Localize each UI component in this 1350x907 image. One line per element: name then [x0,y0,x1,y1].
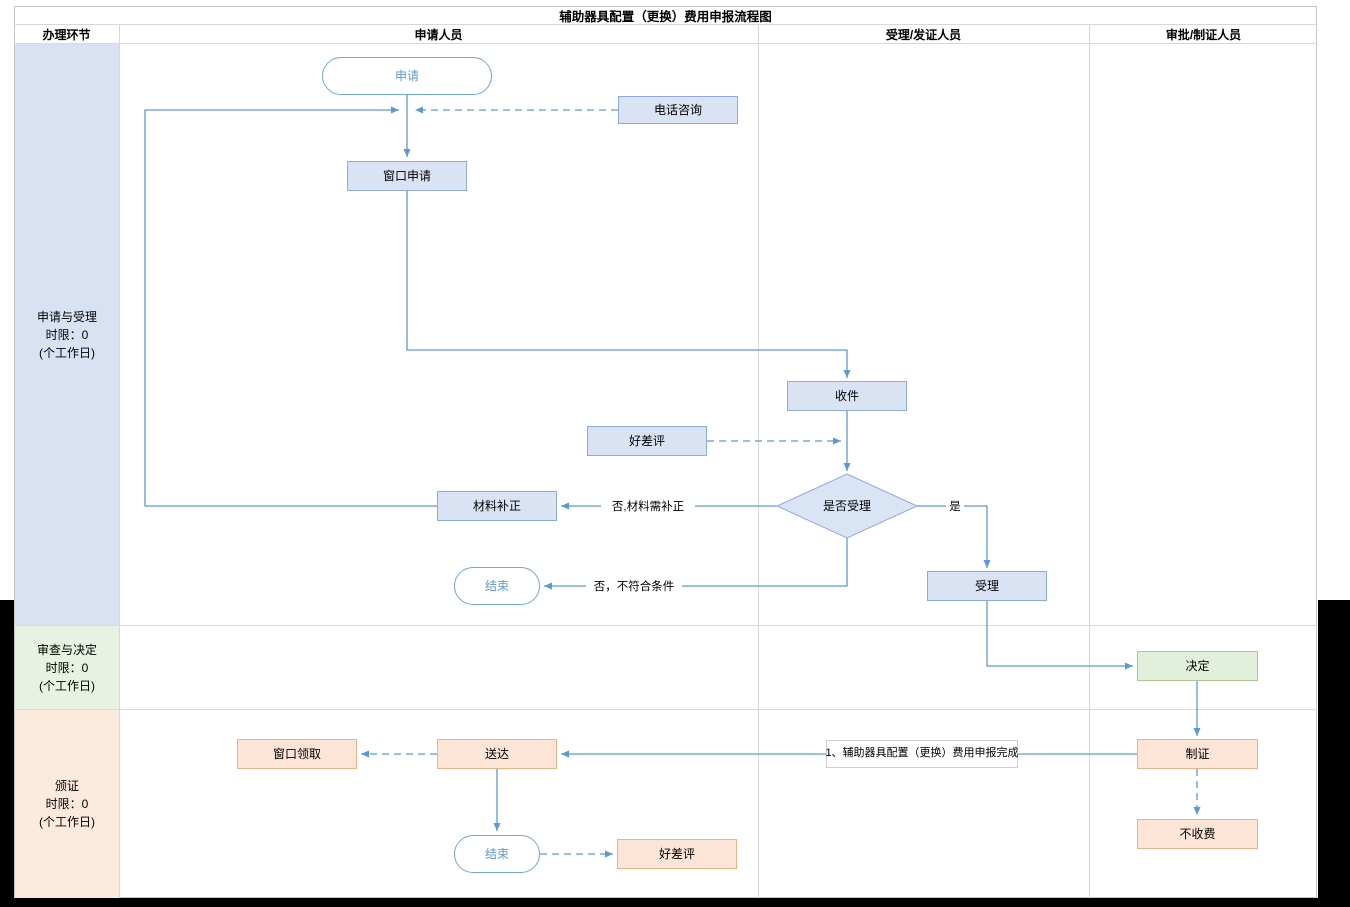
lane3-name: 颁证 [54,779,79,793]
grid-line-col2-right [1089,24,1090,898]
column-header-acceptor: 受理/发证人员 [885,27,962,42]
letterbox-right [1318,600,1350,907]
lane2-limit: 时限：0 [45,660,89,675]
lane1-name: 申请与受理 [36,309,97,324]
lane1-unit: (个工作日) [39,345,95,360]
edge-label-yes: 是 [946,498,964,514]
edge-label-not-qualified: 否，不符合条件 [586,578,682,594]
node-review-feedback-1: 好差评 [587,426,707,456]
node-window-pickup: 窗口领取 [237,739,357,769]
node-end-2: 结束 [454,835,540,873]
node-completion-note: 1、辅助器具配置（更换）费用申报完成 [825,740,1019,768]
node-end-1: 结束 [454,567,540,605]
node-phone-consult: 电话咨询 [618,96,738,124]
lane3-unit: (个工作日) [39,815,95,829]
node-no-fee: 不收费 [1137,819,1258,849]
grid-line-title-bottom [14,24,1317,25]
node-deliver: 送达 [437,739,557,769]
letterbox-bottom [0,898,1350,907]
column-header-applicant: 申请人员 [414,27,463,42]
node-receive: 收件 [787,381,907,411]
node-material-supplement: 材料补正 [437,491,557,521]
lane2-unit: (个工作日) [39,678,95,693]
lane1-limit: 时限：0 [45,327,89,342]
node-apply: 申请 [322,57,492,95]
grid-line-lane2-bottom [14,709,1317,710]
column-header-stage: 办理环节 [42,27,91,42]
node-accept: 受理 [927,571,1047,601]
letterbox-left [0,600,14,907]
lane-label-review-decide: 审查与决定 时限：0 (个工作日) [15,626,119,709]
lane3-limit: 时限：0 [45,797,89,811]
diagram-title: 辅助器具配置（更换）费用申报流程图 [559,10,772,24]
lane2-name: 审查与决定 [36,642,97,657]
lane-label-apply-accept: 申请与受理 时限：0 (个工作日) [15,44,119,625]
node-window-apply: 窗口申请 [347,161,467,191]
grid-line-lane1-bottom [14,625,1317,626]
node-decision-label: 是否受理 [822,498,871,513]
grid-line-header-bottom [14,43,1317,44]
column-header-approver: 审批/制证人员 [1165,27,1242,42]
node-review-feedback-2: 好差评 [617,839,737,869]
node-make-certificate: 制证 [1137,739,1258,769]
node-decide: 决定 [1137,651,1258,681]
grid-line-col1-right [758,24,759,898]
lane-label-certify: 颁证 时限：0 (个工作日) [15,710,119,898]
edge-label-need-supplement: 否,材料需补正 [601,498,695,514]
grid-line-col0-right [119,24,120,898]
